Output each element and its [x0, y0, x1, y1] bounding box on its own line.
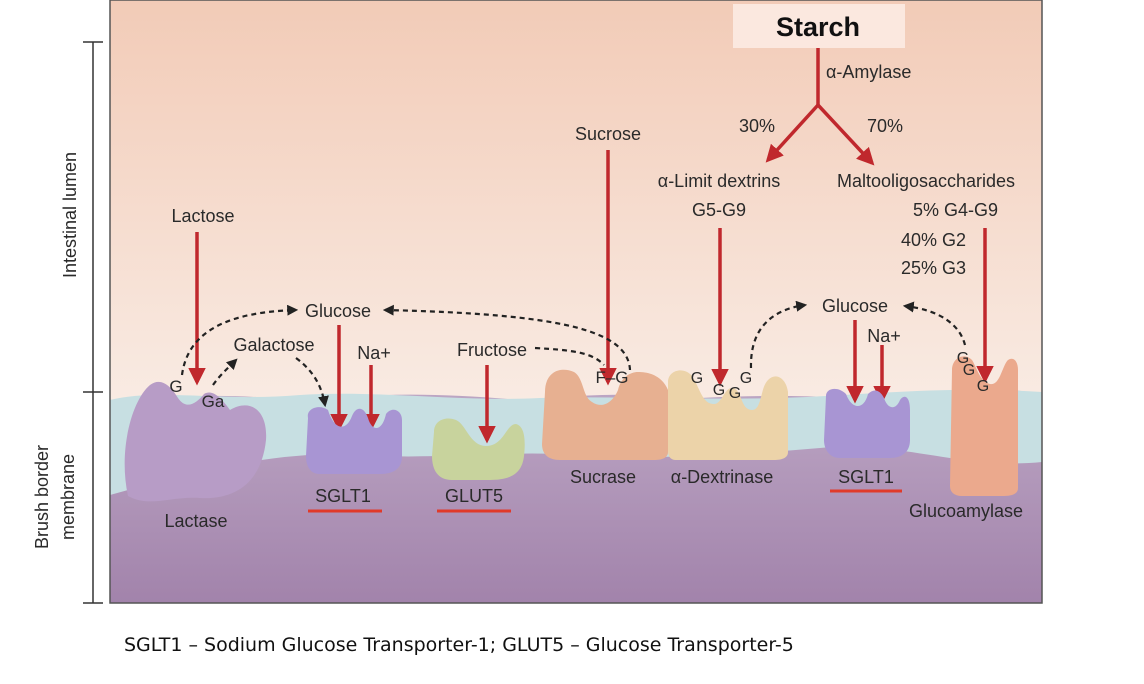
sucrase-name: Sucrase: [570, 467, 636, 487]
sucrase-bound-fg: F–G: [595, 368, 628, 387]
lactose-label: Lactose: [171, 206, 234, 226]
sucrase-enzyme: [542, 369, 668, 460]
dextrinase-bound-g2: G: [713, 382, 725, 399]
pct-70-label: 70%: [867, 116, 903, 136]
intestinal-lumen-label: Intestinal lumen: [60, 152, 80, 278]
sglt1-right-name: SGLT1: [838, 467, 894, 487]
starch-title-box: [733, 4, 905, 48]
glucoamylase-bound-g: G: [957, 350, 969, 367]
glucose-left-label: Glucose: [305, 301, 371, 321]
brush-border-label-line1: Brush border: [32, 445, 52, 549]
sodium-right-label: Na+: [867, 326, 901, 346]
panel-border: [109, 0, 1043, 604]
maltooligo-line-3: 25% G3: [901, 258, 966, 278]
dextrinase-bound-g3: G: [729, 385, 741, 402]
glut5-transporter: [432, 418, 525, 480]
glucoamylase-bound-g3: G: [977, 378, 989, 395]
glucoamylase-bound-g2: G: [963, 362, 975, 379]
amylase-split-arrows: [765, 48, 875, 166]
sucrose-label: Sucrose: [575, 124, 641, 144]
lactase-name: Lactase: [164, 511, 227, 531]
substrate-arrows: [188, 150, 994, 444]
starch-title: Starch: [776, 12, 860, 42]
lumen-region: [110, 0, 1042, 401]
amylase-label: α-Amylase: [826, 62, 911, 82]
glucose-right-label: Glucose: [822, 296, 888, 316]
sodium-left-label: Na+: [357, 343, 391, 363]
product-dashed-arrows: [180, 300, 967, 408]
g5-g9-label: G5-G9: [692, 200, 746, 220]
sglt1-left-name: SGLT1: [315, 486, 371, 506]
limit-dextrins-label: α-Limit dextrins: [658, 171, 780, 191]
sglt1-right-transporter: [824, 388, 910, 458]
pct-30-label: 30%: [739, 116, 775, 136]
lactase-enzyme: [124, 381, 267, 502]
lactase-bound-ga: Ga: [202, 392, 225, 411]
maltooligosaccharides-label: Maltooligosaccharides: [837, 171, 1015, 191]
maltooligo-line-1: 5% G4-G9: [913, 200, 998, 220]
dextrinase-enzyme: [668, 370, 788, 460]
brush-border-label-line2: membrane: [58, 454, 78, 540]
glucoamylase-name: Glucoamylase: [909, 501, 1023, 521]
dextrinase-bound-g4: G: [740, 370, 752, 387]
region-scale-bar: [83, 41, 103, 604]
lactase-bound-g: G: [169, 377, 182, 396]
sglt1-left-transporter: [306, 407, 402, 474]
dextrinase-name: α-Dextrinase: [671, 467, 773, 487]
figure-caption: SGLT1 – Sodium Glucose Transporter-1; GL…: [124, 634, 794, 656]
galactose-label: Galactose: [233, 335, 314, 355]
glut5-name: GLUT5: [445, 486, 503, 506]
dextrinase-bound-g1: G: [691, 370, 703, 387]
fructose-label: Fructose: [457, 340, 527, 360]
glucoamylase-enzyme: [950, 356, 1018, 496]
maltooligo-line-2: 40% G2: [901, 230, 966, 250]
